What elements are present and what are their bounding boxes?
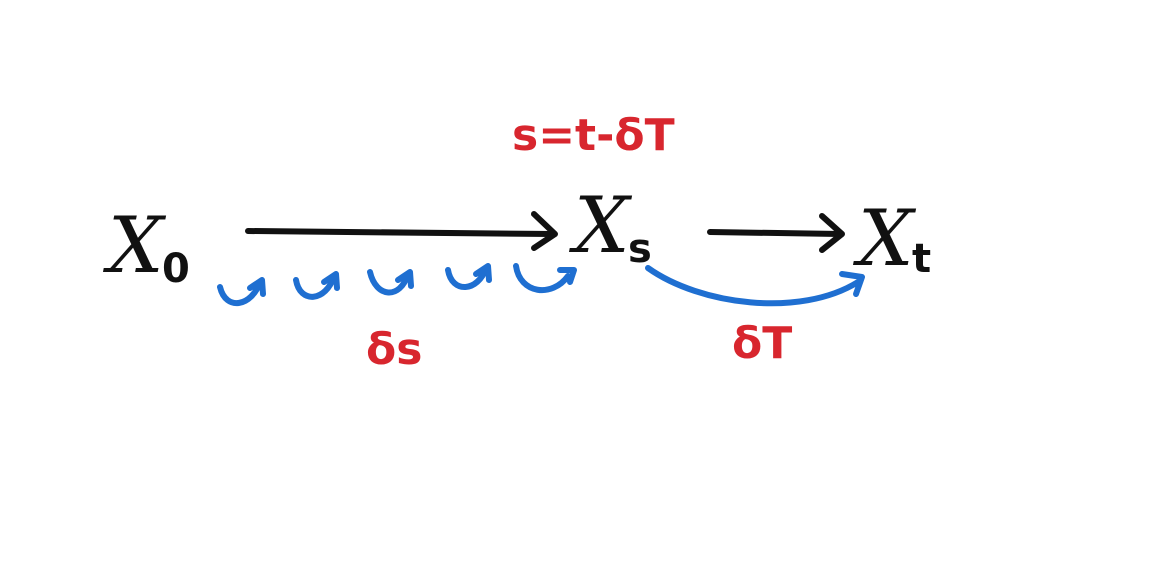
- small-jump-5: [513, 263, 577, 294]
- node-xt-subscript: t: [912, 236, 931, 282]
- small-jump-3: [367, 269, 414, 296]
- arrow-xs-to-xt-shaft: [707, 229, 843, 237]
- small-jump-2: [293, 271, 340, 300]
- arrow-x0-to-xs-head: [531, 211, 558, 251]
- node-xs-subscript: s: [628, 226, 652, 272]
- big-jump-head: [839, 271, 865, 297]
- small-jump-4: [445, 263, 492, 290]
- delta-s-label: δs: [366, 324, 422, 375]
- node-x0-symbol: X: [102, 201, 167, 291]
- node-xs: X s: [568, 181, 652, 272]
- delta-t-label: δT: [732, 318, 792, 369]
- node-xs-symbol: X: [568, 181, 633, 271]
- big-jump: [645, 265, 865, 307]
- arrow-xs-to-xt-head: [819, 213, 845, 253]
- equation-label: s=t-δT: [512, 110, 675, 161]
- node-xt-symbol: X: [852, 194, 917, 284]
- node-x0-subscript: 0: [162, 246, 190, 292]
- arrow-xs-to-xt: [707, 213, 845, 253]
- small-jumps: [217, 263, 577, 307]
- small-jump-1: [217, 277, 266, 307]
- node-x0: X 0: [102, 201, 190, 292]
- arrow-x0-to-xs-shaft: [245, 228, 555, 237]
- node-xt: X t: [852, 194, 931, 284]
- arrow-x0-to-xs: [245, 211, 558, 251]
- big-jump-curve: [645, 265, 861, 307]
